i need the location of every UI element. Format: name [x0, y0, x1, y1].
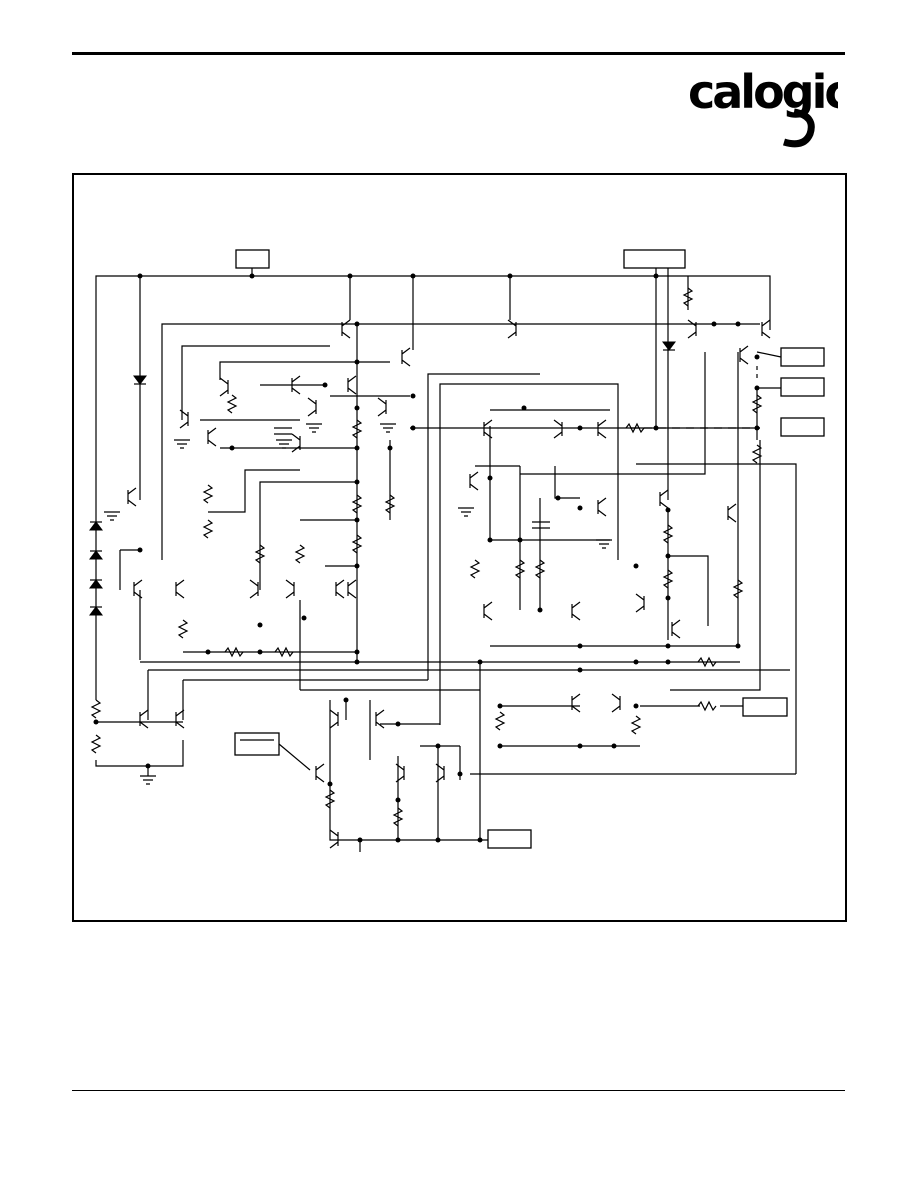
footer-rule	[72, 1090, 845, 1091]
ground-symbols	[104, 423, 612, 785]
pin-box-bottom	[487, 829, 532, 849]
wiring	[95, 268, 797, 852]
pin-box-mid-right	[742, 697, 788, 717]
pin-box-top-left	[235, 249, 270, 269]
resistors	[90, 287, 763, 827]
pin-box-right-3	[780, 417, 825, 437]
pin-box-right-1	[780, 347, 825, 367]
capacitors	[274, 427, 550, 529]
pin-box-left	[234, 732, 280, 756]
header-rule	[72, 52, 845, 55]
transistors	[127, 319, 771, 849]
calogic-logo-mark: calogic	[688, 65, 852, 148]
calogic-logo: calogic	[686, 62, 852, 150]
logo-wordmark: calogic	[688, 65, 838, 119]
junction-dots	[93, 273, 760, 843]
schematic-frame	[72, 173, 847, 922]
diodes	[89, 341, 676, 616]
pin-box-right-2	[780, 377, 825, 397]
pin-box-top-right	[623, 249, 686, 269]
